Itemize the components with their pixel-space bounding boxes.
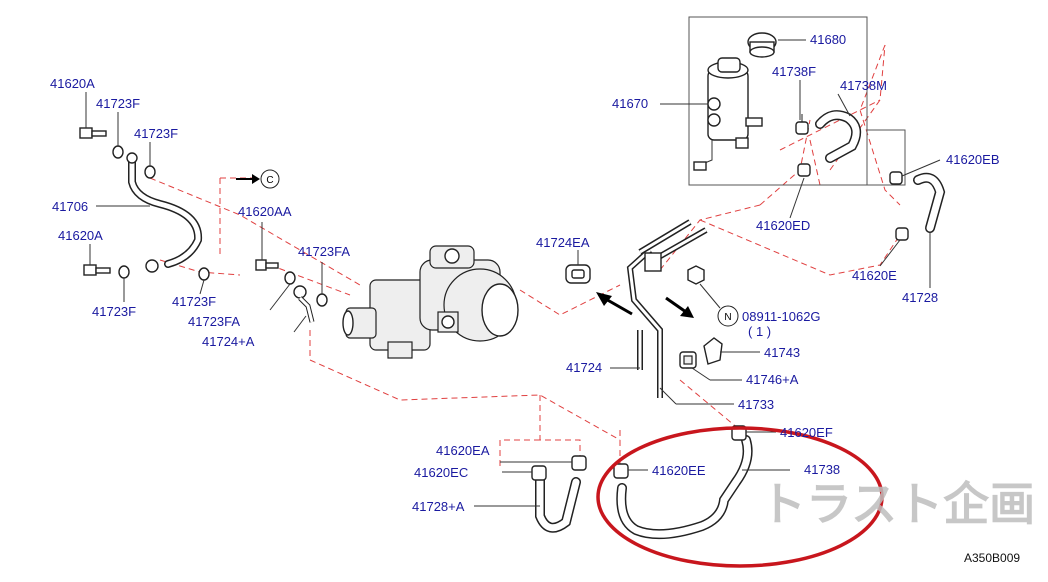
highlight-ellipse xyxy=(596,426,884,568)
clamp-41620e-part[interactable] xyxy=(895,227,909,241)
label-41743: 41743 xyxy=(764,345,800,360)
washer-41723f-c-part[interactable] xyxy=(118,265,130,279)
pipe-41706-part[interactable] xyxy=(126,152,203,273)
clamp-41620ea-part[interactable] xyxy=(571,455,587,471)
label-41620aa: 41620AA xyxy=(238,204,292,219)
label-41670: 41670 xyxy=(612,96,648,111)
label-41723f-b: 41723F xyxy=(134,126,178,141)
hose-41728-part[interactable] xyxy=(913,172,946,233)
hose-41728a-part[interactable] xyxy=(535,473,581,533)
label-41620ef: 41620EF xyxy=(780,425,833,440)
bracket-41743-part[interactable] xyxy=(703,337,723,365)
washer-41723f-b-part[interactable] xyxy=(144,165,156,179)
clamp-41620eb-part[interactable] xyxy=(889,171,903,185)
label-41620a-top: 41620A xyxy=(50,76,95,91)
label-41620ea: 41620EA xyxy=(436,443,490,458)
reservoir-tank-part[interactable] xyxy=(693,57,763,171)
washer-41723f-a-part[interactable] xyxy=(112,145,124,159)
clamp-41620ec-part[interactable] xyxy=(531,465,547,481)
c-marker-circle xyxy=(260,169,280,189)
label-41723fa-b: 41723FA xyxy=(188,314,240,329)
label-41620ed: 41620ED xyxy=(756,218,810,233)
pipe-41724-part[interactable] xyxy=(626,219,708,398)
n-marker-circle xyxy=(717,305,739,327)
hose-41738m-part[interactable] xyxy=(815,110,862,163)
label-41724: 41724 xyxy=(566,360,602,375)
washer-41723fa-b-part[interactable] xyxy=(316,293,328,307)
label-41723f-a: 41723F xyxy=(96,96,140,111)
part-labels: 41620A 41723F 41723F 41706 41620A 41723F… xyxy=(50,32,1000,514)
label-41738f: 41738F xyxy=(772,64,816,79)
nut-08911-part[interactable] xyxy=(687,265,705,285)
washer-41723f-d-part[interactable] xyxy=(198,267,210,281)
bolt-41620a-top-part[interactable] xyxy=(79,127,107,139)
label-41746a: 41746+A xyxy=(746,372,799,387)
n-marker-text: N xyxy=(724,312,731,323)
bolt-41620a-mid-part[interactable] xyxy=(83,264,111,276)
bush-41746a-part[interactable] xyxy=(679,351,697,369)
grommet-41724ea-part[interactable] xyxy=(565,264,591,284)
label-41728a: 41728+A xyxy=(412,499,465,514)
label-41728: 41728 xyxy=(902,290,938,305)
label-41620a-mid: 41620A xyxy=(58,228,103,243)
reservoir-group-frame xyxy=(688,16,868,186)
label-41724ea: 41724EA xyxy=(536,235,590,250)
c-marker-text: C xyxy=(266,175,273,186)
label-41706: 41706 xyxy=(52,199,88,214)
power-steering-pump-part[interactable] xyxy=(342,245,519,359)
label-41723fa-a: 41723FA xyxy=(298,244,350,259)
label-41680: 41680 xyxy=(810,32,846,47)
clamp-41620ee-part[interactable] xyxy=(613,463,629,479)
label-41724a: 41724+A xyxy=(202,334,255,349)
reservoir-cap-part[interactable] xyxy=(747,32,777,58)
bolt-41620aa-part[interactable] xyxy=(255,259,279,271)
clamp-41738f-part[interactable] xyxy=(795,114,809,135)
hose-41738-part[interactable] xyxy=(616,435,753,540)
label-41723f-c: 41723F xyxy=(92,304,136,319)
label-08911-qty: ( 1 ) xyxy=(748,324,771,339)
label-41738m: 41738M xyxy=(840,78,887,93)
watermark-text: トラスト企画 xyxy=(760,477,1035,531)
clamp-41620ed-part[interactable] xyxy=(797,163,811,177)
fitting-41724a-part[interactable] xyxy=(293,285,315,323)
label-41620ee: 41620EE xyxy=(652,463,706,478)
washer-41723fa-a-part[interactable] xyxy=(284,271,296,285)
label-41723f-d: 41723F xyxy=(172,294,216,309)
label-08911: 08911-1062G xyxy=(742,309,821,324)
label-41620ec: 41620EC xyxy=(414,465,468,480)
diagram-code: A350B009 xyxy=(964,551,1020,565)
label-41738: 41738 xyxy=(804,462,840,477)
label-41733: 41733 xyxy=(738,397,774,412)
label-41620e: 41620E xyxy=(852,268,897,283)
label-41620eb: 41620EB xyxy=(946,152,1000,167)
